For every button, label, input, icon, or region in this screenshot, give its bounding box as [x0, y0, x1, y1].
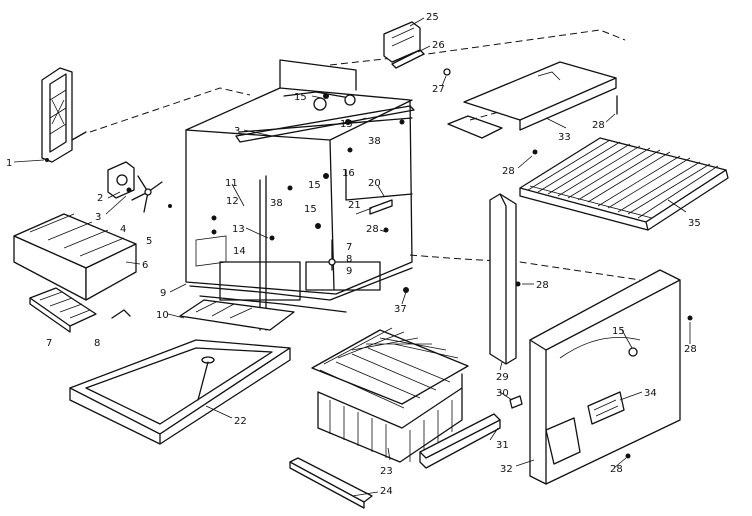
callout-15: 15 [294, 92, 307, 103]
part-24-rail [289, 457, 373, 509]
part-34-control [587, 391, 625, 425]
part-35-wire-shelf [519, 137, 729, 231]
callout-28: 28 [366, 224, 379, 235]
callout-13: 13 [232, 224, 245, 235]
callout-1: 1 [6, 158, 12, 169]
callout-8: 8 [94, 338, 100, 349]
callout-12: 12 [226, 196, 239, 207]
callout-16: 16 [342, 168, 355, 179]
callout-33: 33 [558, 132, 571, 143]
callout-15: 15 [612, 326, 625, 337]
part-32-rear-panel [529, 269, 681, 485]
part-33-top-bracket [447, 61, 617, 139]
callout-3: 3 [95, 212, 101, 223]
part-10-base-tray [179, 299, 295, 331]
callout-14: 14 [233, 246, 246, 257]
part-1-wall-bracket [41, 67, 87, 163]
part-29-vertical-rail [489, 193, 517, 365]
callout-22: 22 [234, 416, 247, 427]
callout-27: 27 [432, 84, 445, 95]
part-5-nut-icon [168, 204, 172, 208]
callout-29: 29 [496, 372, 509, 383]
callout-15: 15 [308, 180, 321, 191]
part-8-clip [111, 309, 131, 319]
callout-15: 15 [304, 204, 317, 215]
callout-2: 2 [97, 193, 103, 204]
part-22-pan-frame [69, 339, 291, 445]
callout-32: 32 [500, 464, 513, 475]
callout-labels: 1 2 3 3 4 5 6 7 7 8 8 9 9 10 11 12 13 14… [6, 12, 701, 497]
callout-26: 26 [432, 40, 445, 51]
part-7-ice-cube-tray [29, 287, 97, 333]
part-3-screw-icon [126, 187, 132, 193]
part-23-wire-basket [311, 327, 469, 463]
part-4-fan-blade [131, 175, 163, 213]
part-26-gasket [391, 49, 425, 69]
callout-35: 35 [688, 218, 701, 229]
callout-5: 5 [146, 236, 152, 247]
callout-21: 21 [348, 200, 361, 211]
callout-28: 28 [684, 344, 697, 355]
callout-28: 28 [592, 120, 605, 131]
leader-lines [13, 17, 691, 497]
callout-11: 11 [225, 178, 238, 189]
callout-28: 28 [610, 464, 623, 475]
callout-9: 9 [346, 266, 352, 277]
callout-20: 20 [368, 178, 381, 189]
part-31-rail [419, 413, 501, 469]
callout-15: 15 [340, 119, 353, 130]
part-30-clip [509, 395, 523, 409]
callout-38: 38 [368, 136, 381, 147]
callout-4: 4 [120, 224, 126, 235]
callout-7: 7 [346, 242, 352, 253]
callout-28: 28 [536, 280, 549, 291]
part-2-fan-motor [107, 161, 135, 199]
callout-31: 31 [496, 440, 509, 451]
callout-34: 34 [644, 388, 657, 399]
callout-25: 25 [426, 12, 439, 23]
callout-23: 23 [380, 466, 393, 477]
callout-37: 37 [394, 304, 407, 315]
cabinet-frame [185, 59, 415, 331]
callout-7: 7 [46, 338, 52, 349]
callout-24: 24 [380, 486, 393, 497]
callout-6: 6 [142, 260, 148, 271]
callout-38: 38 [270, 198, 283, 209]
callout-3: 3 [234, 126, 240, 137]
callout-10: 10 [156, 310, 169, 321]
part-6-ice-bin [13, 213, 137, 301]
part-28-screw-b-icon [532, 149, 538, 155]
callout-30: 30 [496, 388, 509, 399]
part-27-screw-icon [443, 68, 451, 76]
callout-28: 28 [502, 166, 515, 177]
callout-8: 8 [346, 254, 352, 265]
callout-9: 9 [160, 288, 166, 299]
